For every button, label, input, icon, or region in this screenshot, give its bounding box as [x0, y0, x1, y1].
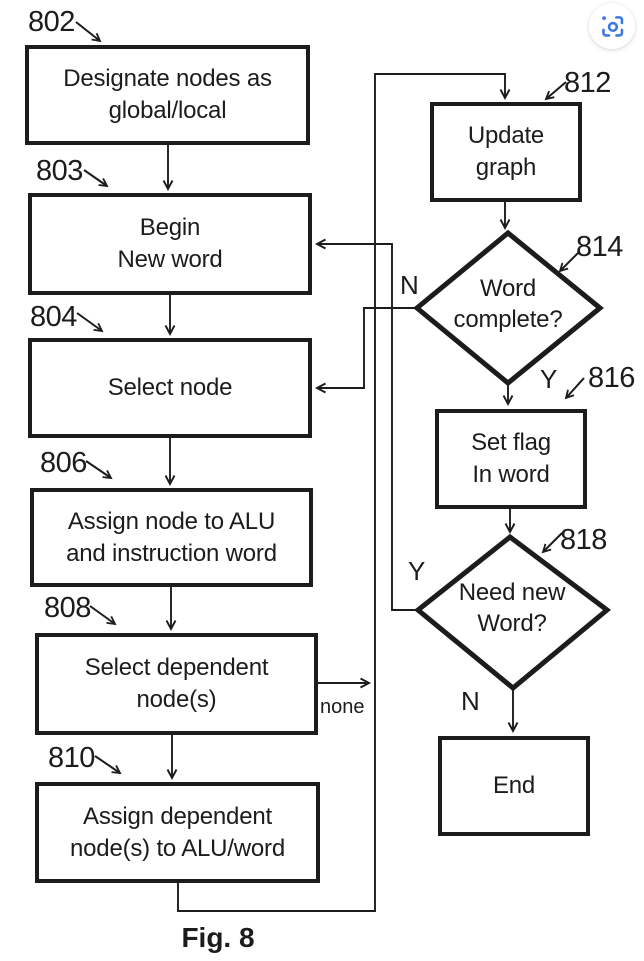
flow-node-814-label: Word complete?: [453, 275, 563, 334]
branch-label-need-new-word-yes: Y: [408, 556, 426, 586]
flow-node-803-label: Begin New word: [117, 214, 223, 273]
ref-arrow-808: [89, 605, 117, 626]
flow-node-816-label: Set flag In word: [471, 429, 551, 488]
flow-node-803: Begin New word: [28, 193, 312, 295]
flow-node-808-label: Select dependent node(s): [84, 654, 269, 713]
ref-label-810: 810: [48, 742, 95, 774]
branch-label-word-complete-no: N: [400, 270, 419, 300]
flow-node-end: End: [438, 736, 590, 836]
google-lens-icon: [601, 15, 623, 37]
ref-arrow-812: [544, 81, 567, 101]
flow-node-816: Set flag In word: [435, 409, 587, 509]
ref-arrow-806: [85, 460, 113, 480]
ref-arrow-816: [564, 377, 585, 400]
ref-label-814: 814: [576, 231, 623, 263]
figure-caption: Fig. 8: [181, 922, 255, 953]
branch-label-need-new-word-no: N: [461, 686, 480, 716]
flow-node-804-label: Select node: [107, 374, 233, 402]
branch-label-word-complete-yes: Y: [540, 364, 558, 394]
ref-label-806: 806: [40, 447, 87, 479]
ref-arrow-810: [94, 755, 122, 775]
flow-node-812: Update graph: [430, 102, 582, 202]
flow-node-808: Select dependent node(s): [35, 633, 318, 735]
flow-node-812-label: Update graph: [467, 122, 545, 181]
ref-arrow-803: [83, 169, 109, 188]
branch-label-none: none: [320, 696, 365, 718]
ref-label-802: 802: [28, 6, 75, 38]
lens-button[interactable]: [589, 3, 635, 49]
ref-label-812: 812: [564, 67, 611, 99]
flow-node-end-label: End: [492, 772, 536, 800]
flow-node-810: Assign dependent node(s) to ALU/word: [35, 782, 320, 883]
flow-node-802: Designate nodes as global/local: [25, 45, 310, 145]
ref-label-818: 818: [560, 524, 607, 556]
ref-arrow-802: [75, 21, 102, 43]
flow-node-806-label: Assign node to ALU and instruction word: [66, 507, 277, 567]
flow-node-802-label: Designate nodes as global/local: [63, 65, 272, 124]
flow-node-810-label: Assign dependent node(s) to ALU/word: [70, 802, 285, 862]
ref-label-816: 816: [588, 362, 635, 394]
flow-node-806: Assign node to ALU and instruction word: [30, 488, 313, 587]
flow-node-818-label: Need new Word?: [458, 579, 566, 638]
ref-label-803: 803: [36, 155, 83, 187]
ref-arrow-804: [76, 312, 104, 333]
edge-814-804-no: [314, 307, 417, 394]
ref-label-808: 808: [44, 592, 91, 624]
flow-node-804: Select node: [28, 338, 312, 438]
ref-label-804: 804: [30, 301, 77, 333]
